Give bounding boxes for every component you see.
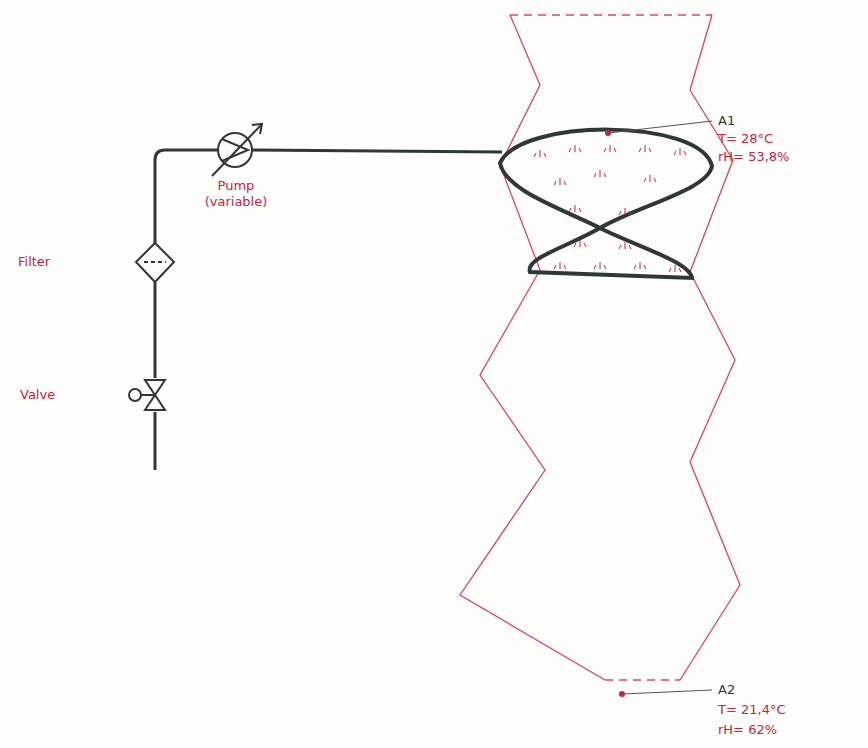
temperature-value: T= 28°C xyxy=(718,131,773,147)
spray-mark xyxy=(574,240,586,247)
spray-mark xyxy=(619,242,631,249)
spray-mark xyxy=(554,262,566,269)
spray-mark xyxy=(674,148,686,155)
spray-ring xyxy=(500,130,712,278)
spray-mark xyxy=(604,145,616,152)
humidity-value: rH= 53,8% xyxy=(718,149,789,165)
valve-symbol xyxy=(129,380,165,410)
spray-mark xyxy=(634,262,646,269)
spray-mark xyxy=(639,145,651,152)
spray-mark xyxy=(669,265,681,272)
tower-outline xyxy=(460,15,740,680)
spray-mark xyxy=(569,205,581,212)
point-name: A1 xyxy=(718,113,735,129)
pump-symbol xyxy=(212,124,262,176)
spray-mark xyxy=(594,170,606,177)
valve-label: Valve xyxy=(20,387,55,403)
spray-mark xyxy=(644,175,656,182)
pipe xyxy=(155,150,502,470)
temperature-value: T= 21,4°C xyxy=(718,702,786,718)
spray-mark xyxy=(619,208,631,215)
spray-mark xyxy=(534,150,546,157)
spray-mark xyxy=(594,262,606,269)
pump-label: Pump (variable) xyxy=(200,178,272,210)
filter-symbol xyxy=(136,243,174,282)
spray-mark xyxy=(569,145,581,152)
humidity-value: rH= 62% xyxy=(718,722,777,738)
spray-mark xyxy=(554,178,566,185)
point-name: A2 xyxy=(718,682,735,698)
filter-label: Filter xyxy=(18,254,50,270)
spray-nozzles xyxy=(534,145,686,272)
measurement-leaders xyxy=(605,121,712,697)
